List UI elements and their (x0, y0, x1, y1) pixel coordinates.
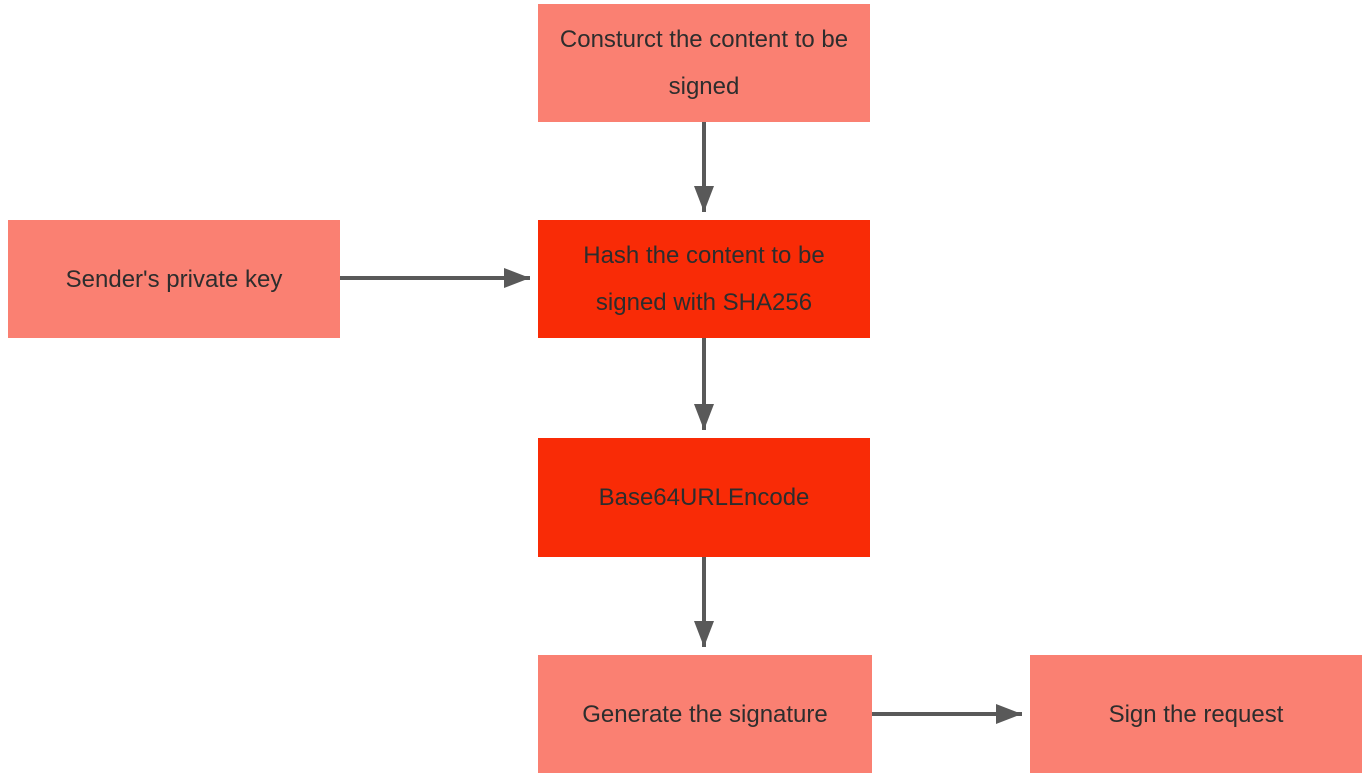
node-label: Sign the request (1108, 700, 1284, 728)
node-label: Hash the content to be signed with SHA25… (583, 242, 825, 316)
node-hash-content-sha256: Hash the content to be signed with SHA25… (538, 220, 870, 338)
node-label: Base64URLEncode (598, 484, 810, 511)
node-label: Generate the signature (582, 700, 828, 728)
node-sign-request: Sign the request (1030, 655, 1362, 773)
node-base64urlencode: Base64URLEncode (538, 438, 870, 557)
node-label: Consturct the content to be signed (559, 26, 849, 100)
node-senders-private-key: Sender's private key (8, 220, 340, 338)
node-generate-signature: Generate the signature (538, 655, 872, 773)
node-label: Sender's private key (65, 265, 283, 293)
node-construct-content: Consturct the content to be signed (538, 4, 870, 122)
